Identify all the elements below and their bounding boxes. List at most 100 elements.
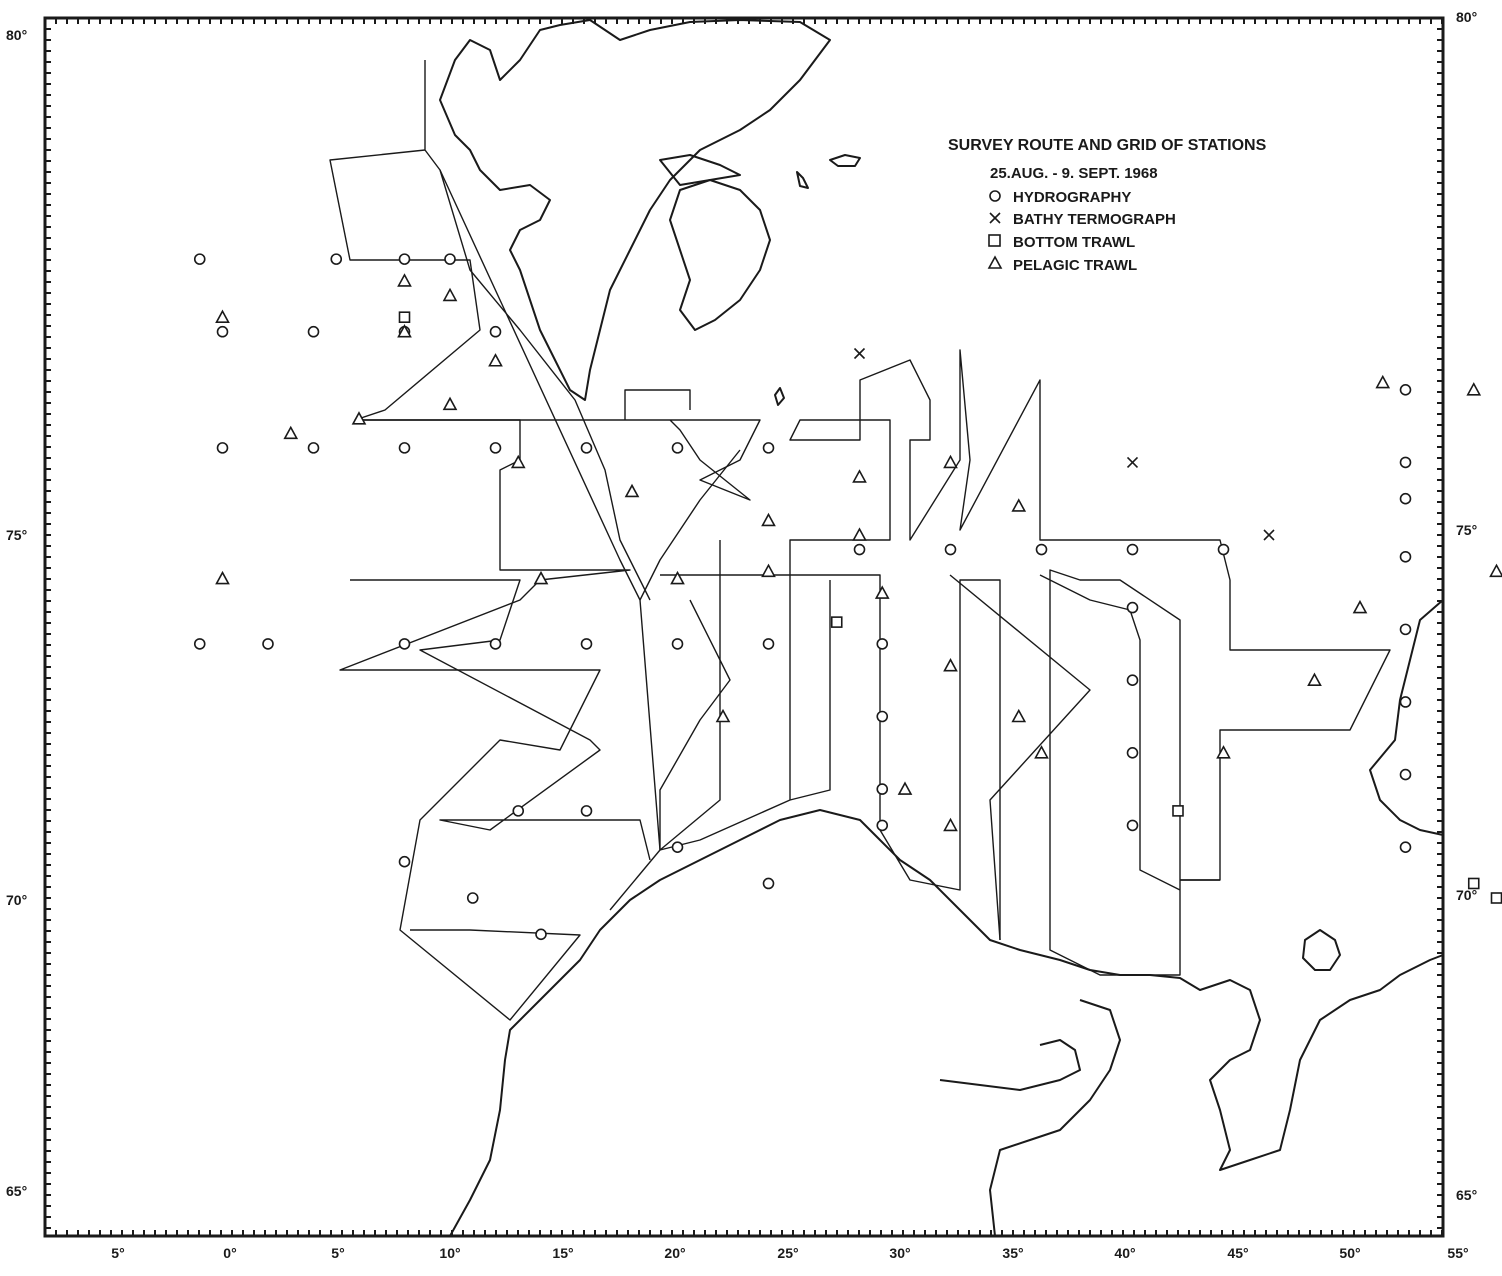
pelagic-trawl-station	[943, 454, 958, 469]
longitude-label: 15°	[552, 1245, 573, 1261]
hydrography-station	[671, 841, 684, 853]
longitude-label: 0°	[223, 1245, 236, 1261]
hydrography-station	[1126, 819, 1139, 832]
triangle-icon	[987, 255, 1003, 269]
pelagic-trawl-station	[533, 570, 549, 585]
coast-kolguev	[1302, 929, 1341, 971]
cross-icon	[989, 212, 1001, 224]
hydrography-station	[1126, 746, 1139, 759]
latitude-label-right: 80°	[1456, 9, 1477, 25]
longitude-label: 25°	[777, 1245, 798, 1261]
hydrography-station	[489, 638, 502, 650]
hydrography-station	[1399, 550, 1412, 563]
longitude-label: 5°	[111, 1245, 124, 1261]
longitude-label: 40°	[1114, 1245, 1135, 1261]
pelagic-trawl-station	[715, 708, 731, 723]
hydrography-station	[262, 638, 274, 650]
legend-label: HYDROGRAPHY	[1013, 189, 1131, 206]
hydrography-station	[535, 928, 547, 941]
hydrography-station	[1126, 601, 1139, 614]
hydrography-station	[876, 638, 889, 650]
legend: SURVEY ROUTE AND GRID OF STATIONS 25.AUG…	[948, 137, 1267, 274]
coast-white-sea	[989, 999, 1121, 1237]
coast-svalbard	[439, 19, 831, 401]
hydrography-station	[398, 442, 411, 454]
hydrography-station	[216, 442, 229, 454]
pelagic-trawl-station	[897, 781, 913, 795]
latitude-label-right: 70°	[1456, 887, 1477, 903]
hydrography-station	[489, 442, 502, 454]
longitude-label: 10°	[439, 1245, 460, 1261]
bottom-trawl-station	[1490, 892, 1502, 904]
longitude-label: 50°	[1339, 1245, 1360, 1261]
bottom-trawl-station	[1467, 877, 1480, 890]
latitude-label-left: 65°	[6, 1183, 27, 1199]
pelagic-trawl-station	[943, 658, 958, 672]
pelagic-trawl-station	[1034, 745, 1049, 759]
pelagic-trawl-station	[1307, 672, 1322, 686]
hydrography-station	[193, 638, 206, 650]
axis-labels: 5°0°5°10°15°20°25°30°35°40°45°50°55°80°7…	[6, 9, 1477, 1261]
square-icon	[988, 234, 1001, 247]
route-diag-2	[639, 449, 741, 601]
hydrography-station	[580, 442, 593, 454]
coast-islet-1	[829, 154, 861, 167]
hydrography-station	[398, 638, 411, 650]
hydrography-station	[762, 638, 775, 650]
route-grid-4	[1039, 569, 1220, 976]
hydrography-station	[193, 253, 206, 265]
route-grid-5	[949, 574, 1091, 941]
hydrography-station	[671, 638, 684, 650]
pelagic-trawl-station	[215, 570, 230, 585]
route-grid-2	[609, 540, 721, 911]
latitude-label-right: 75°	[1456, 522, 1477, 538]
legend-item-pelagic-trawl: PELAGIC TRAWL	[987, 255, 1137, 274]
hydrography-station	[444, 253, 456, 265]
hydrography-station	[876, 819, 889, 832]
bottom-trawl-station	[830, 616, 843, 628]
pelagic-trawl-station	[215, 309, 230, 323]
legend-item-hydrography: HYDROGRAPHY	[989, 189, 1131, 206]
pelagic-trawl-station	[488, 353, 503, 367]
route-diag	[439, 169, 651, 601]
pelagic-trawl-station	[1216, 745, 1231, 759]
route-west-3	[350, 579, 651, 861]
pelagic-trawl-station	[397, 324, 412, 338]
bathythermograph-station	[1263, 529, 1275, 541]
pelagic-trawl-station	[761, 512, 776, 527]
longitude-label: 45°	[1227, 1245, 1248, 1261]
legend-title: SURVEY ROUTE AND GRID OF STATIONS	[948, 137, 1267, 154]
latitude-label-left: 80°	[6, 27, 27, 43]
longitude-label: 55°	[1447, 1245, 1468, 1261]
pelagic-trawl-station	[943, 817, 958, 832]
pelagic-trawl-station	[852, 469, 867, 483]
route-grid-1	[660, 574, 1001, 940]
hydrography-station	[1126, 674, 1139, 687]
latitude-label-left: 70°	[6, 892, 27, 908]
pelagic-trawl-station	[1011, 498, 1027, 512]
survey-route	[329, 60, 1391, 1021]
hydrography-station	[762, 877, 775, 890]
hydrography-station	[307, 442, 320, 454]
hydrography-station	[580, 805, 593, 817]
route-west-2	[339, 419, 631, 1021]
coast-svalbard-east	[669, 179, 771, 331]
legend-item-bottom-trawl: BOTTOM TRAWL	[988, 234, 1135, 251]
stations	[193, 253, 1502, 941]
legend-label: BOTTOM TRAWL	[1013, 234, 1135, 251]
hydrography-station	[512, 805, 525, 817]
pelagic-trawl-station	[442, 287, 458, 302]
longitude-label: 35°	[1002, 1245, 1023, 1261]
hydrography-station	[1126, 543, 1139, 556]
legend-item-bathythermograph: BATHY TERMOGRAPH	[989, 211, 1176, 228]
hydrography-station	[216, 325, 229, 338]
bathythermograph-station	[853, 347, 866, 360]
pelagic-trawl-station	[1375, 374, 1391, 389]
hydrography-station	[489, 325, 502, 338]
pelagic-trawl-station	[397, 273, 412, 287]
longitude-label: 30°	[889, 1245, 910, 1261]
hydrography-station	[398, 253, 411, 265]
hydrography-station	[876, 710, 889, 723]
longitude-label: 20°	[664, 1245, 685, 1261]
